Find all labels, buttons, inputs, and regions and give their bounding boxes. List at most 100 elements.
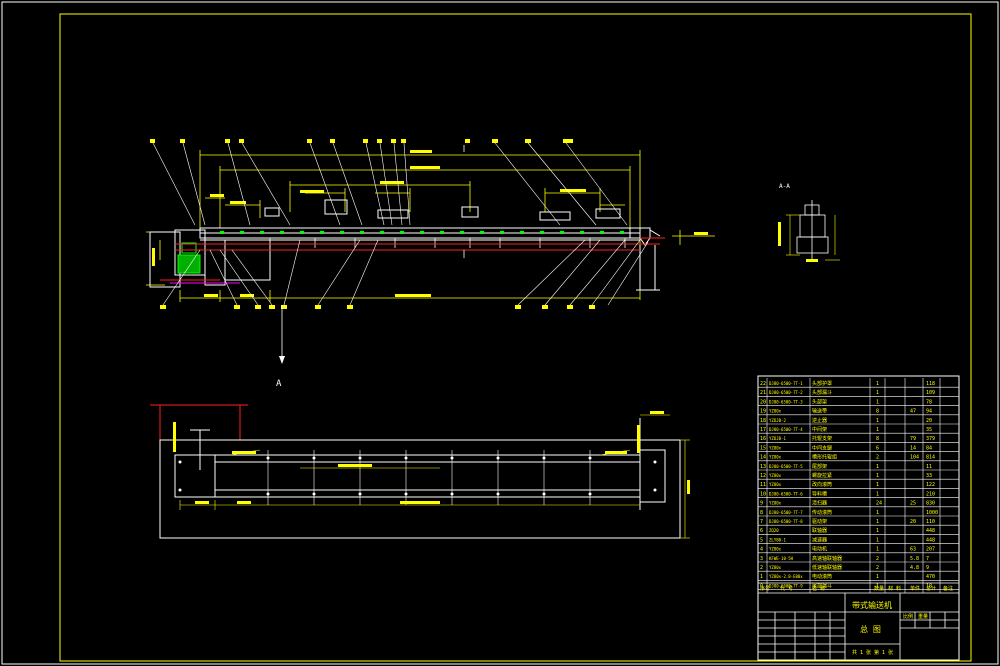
bom-cell-qty: 1	[876, 399, 879, 405]
bom-header-single: 单件	[910, 585, 920, 592]
bom-cell-code: KFWE-10-5H	[769, 556, 794, 561]
bom-cell-code: YZ80x	[769, 455, 782, 460]
bom-cell-single: 79	[910, 436, 916, 442]
bom-cell-single: 47	[910, 409, 916, 415]
bom-cell-name: 清扫器	[812, 500, 827, 507]
bom-cell-qty: 8	[876, 409, 879, 415]
bom-cell-single: 63	[910, 547, 916, 553]
bom-cell-total: 122	[926, 482, 935, 488]
bom-cell-name: 联轴器	[812, 527, 827, 534]
bom-cell-code: DJ80-6500-7T-9	[769, 583, 803, 588]
bom-cell-qty: 2	[876, 565, 879, 571]
bom-cell-no: 3	[760, 556, 763, 562]
bom-cell-total: 84	[926, 445, 932, 451]
bom-cell-total: 207	[926, 547, 935, 553]
bom-cell-qty: 1	[876, 418, 879, 424]
bom-header-name: 名 称	[812, 585, 825, 592]
bom-cell-name: 尾部漏斗	[812, 582, 832, 589]
bom-header-qty: 数量	[874, 585, 884, 592]
mass-label: 重量	[918, 613, 928, 620]
bom-cell-name: 槽形托辊组	[812, 454, 837, 461]
bom-cell-code: DJ80-6500-7T-6	[769, 491, 803, 496]
balloon-labels-bottom	[160, 305, 595, 309]
drive-unit	[177, 242, 201, 274]
bom-cell-no: 0	[760, 583, 763, 589]
section-a-a-view: A-A	[778, 183, 840, 262]
bom-cell-single: 5.8	[910, 556, 919, 562]
bom-cell-no: 7	[760, 519, 763, 525]
bom-frame	[757, 375, 960, 661]
bom-cell-single: 4.8	[910, 565, 919, 571]
scale-label: 比例	[903, 613, 913, 620]
bom-cell-no: 11	[760, 482, 766, 488]
bom-cell-no: 19	[760, 409, 766, 415]
bom-cell-no: 12	[760, 473, 766, 479]
bom-cell-code: YZ80x	[769, 547, 782, 552]
drawing-name: 总 图	[860, 624, 881, 634]
bom-cell-total: 11	[926, 464, 932, 470]
bom-cell-total: 448	[926, 537, 935, 543]
elevation-dimensions	[146, 150, 715, 302]
bom-cell-name: 逆止器	[812, 417, 827, 424]
bom-cell-qty: 1	[876, 482, 879, 488]
bom-cell-code: DJ80-6500-7T-3	[769, 399, 803, 404]
bom-cell-no: 9	[760, 501, 763, 507]
bom-cell-qty: 2	[876, 455, 879, 461]
bom-cell-code: YZ80x	[769, 445, 782, 450]
bom-cell-total: 78	[926, 399, 932, 405]
bom-cell-total: 9	[926, 565, 929, 571]
plan-dimensions	[179, 414, 690, 539]
bom-cell-qty: 1	[876, 473, 879, 479]
bom-header: 序号 代 号 名 称 数量 材 料 单件 总计 备注	[758, 582, 959, 594]
bom-cell-total: 1000	[926, 510, 938, 516]
bom-cell-qty: 1	[876, 574, 879, 580]
bom-cell-total: 94	[926, 409, 932, 415]
bom-cell-code: DJ80-6500-7T-4	[769, 427, 803, 432]
bom-cell-qty: 1	[876, 464, 879, 470]
bom-cell-total: 35	[926, 427, 932, 433]
inner-frame	[59, 13, 972, 662]
bom-cell-no: 18	[760, 418, 766, 424]
bom-cell-code: YZ80x	[769, 565, 782, 570]
bom-cell-no: 14	[760, 455, 766, 461]
bom-cell-total: 33	[926, 473, 932, 479]
conveyor-legs	[269, 238, 626, 248]
bom-cell-no: 5	[760, 537, 763, 543]
bom-cell-qty: 1	[876, 390, 879, 396]
bom-cell-no: 20	[760, 399, 766, 405]
bom-cell-total: 830	[926, 501, 935, 507]
bom-cell-name: 改向滚筒	[812, 481, 832, 488]
bom-cell-name: 传动滚筒	[812, 509, 832, 516]
leader-lines-bottom	[162, 239, 649, 306]
bom-cell-name: 导料槽	[812, 490, 827, 497]
bom-cell-total: 814	[926, 455, 935, 461]
bom-cell-no: 1	[760, 574, 763, 580]
bom-cell-name: 尾部架	[812, 463, 827, 470]
bom-cell-qty: 1	[876, 528, 879, 534]
section-label: A-A	[779, 183, 790, 190]
bom-cell-single: 20	[910, 519, 916, 525]
bom-cell-code: YZDJB-1	[769, 436, 786, 441]
plan-dimension-marks	[173, 411, 690, 504]
title-grid	[758, 593, 959, 660]
bom-cell-qty: 6	[876, 445, 879, 451]
bom-cell-code: DJ80-6500-7T-7	[769, 510, 803, 515]
bom-cell-single: 104	[910, 455, 919, 461]
bom-cell-code: DJ80-6500-7T-1	[769, 381, 803, 386]
bom-cell-qty: 1	[876, 491, 879, 497]
bom-cell-qty: 8	[876, 436, 879, 442]
bom-cell-name: 低速轴联轴器	[812, 564, 842, 571]
bom-cell-no: 2	[760, 565, 763, 571]
bom-header-material: 材 料	[888, 585, 901, 592]
view-arrow: A	[276, 305, 285, 389]
balloon-labels-top	[150, 139, 573, 143]
bom-cell-total: 110	[926, 519, 935, 525]
elevation-view	[146, 139, 715, 309]
machine-name: 带式输送机	[852, 600, 892, 610]
bom-cell-qty: 1	[876, 510, 879, 516]
bom-cell-name: 输送带	[812, 408, 827, 415]
bom-cell-total: 20	[926, 418, 932, 424]
